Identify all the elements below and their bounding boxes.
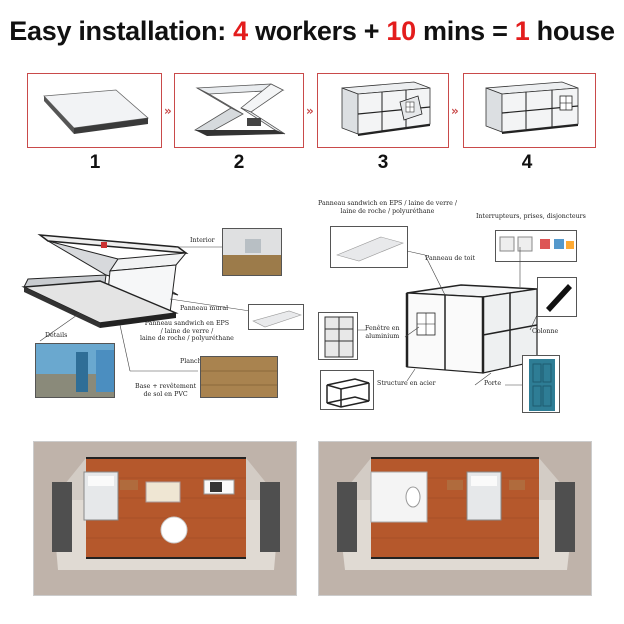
floor-base-line2: de sol en PVC <box>143 390 188 398</box>
label-wall-panel: Panneau mural <box>180 305 229 312</box>
half-unfolded-container-image <box>341 81 431 136</box>
floor-plan-living-room <box>33 441 297 596</box>
steel-structure-photo <box>320 370 374 410</box>
label-door: Porte <box>484 380 502 387</box>
window-line2: aluminium <box>365 332 400 340</box>
label-steel-structure: Structure en acier <box>377 380 436 387</box>
assembled-container-image <box>485 81 579 134</box>
title-minutes-count: 10 <box>386 16 416 46</box>
step-1-number: 1 <box>89 152 101 173</box>
title-part4: house <box>529 16 615 46</box>
roof-panel-photo <box>330 226 408 268</box>
arrow-3: » <box>451 104 459 118</box>
step-3-panel <box>317 73 449 148</box>
column-photo <box>537 277 577 317</box>
label-wall-sandwich: Panneau sandwich en EPS / laine de verre… <box>140 320 234 343</box>
floor-plan-bathroom <box>318 441 592 596</box>
label-window: Fenêtre en aluminium <box>365 325 400 340</box>
switches-photo <box>495 230 577 262</box>
label-switches: Interrupteurs, prises, disjoncteurs <box>476 213 586 220</box>
step-4-number: 4 <box>521 152 533 173</box>
label-floor-base: Base + revêtement de sol en PVC <box>135 383 196 398</box>
label-column: Colonne <box>532 328 559 335</box>
folding-house-exploded-view <box>21 234 251 372</box>
arrow-1: » <box>164 104 172 118</box>
title-part3: mins = <box>415 16 515 46</box>
step-4-panel <box>463 73 596 148</box>
step-2-panel <box>174 73 304 148</box>
label-details: Détails <box>45 332 68 339</box>
step-2-number: 2 <box>233 152 245 173</box>
label-roof-sandwich: Panneau sandwich en EPS / laine de verre… <box>318 200 457 215</box>
arrow-2: » <box>306 104 314 118</box>
folded-container-image <box>43 89 149 134</box>
label-interior: Interior <box>190 237 215 244</box>
page-title: Easy installation: 4 workers + 10 mins =… <box>0 16 624 47</box>
wall-sandwich-line2: / laine de verre / <box>160 327 214 335</box>
roof-sandwich-line2: laine de roche / polyuréthane <box>340 207 435 215</box>
window-line1: Fenêtre en <box>365 325 400 332</box>
title-part1: Easy installation: <box>9 16 234 46</box>
wall-sandwich-line1: Panneau sandwich en EPS <box>144 320 230 327</box>
door-photo <box>522 355 560 413</box>
window-photo <box>318 312 358 360</box>
floor-photo <box>200 356 278 398</box>
assembled-house-exploded-view <box>345 247 538 386</box>
step-1-panel <box>27 73 162 148</box>
label-roof-panel: Panneau de toit <box>425 255 475 262</box>
title-part2: workers + <box>247 16 387 46</box>
roof-sandwich-line1: Panneau sandwich en EPS / laine de verre… <box>318 200 457 207</box>
wall-panel-photo <box>248 304 304 330</box>
label-floor: Plancher <box>180 358 209 365</box>
interior-photo <box>222 228 282 276</box>
step-3-number: 3 <box>377 152 389 173</box>
wall-sandwich-line3: laine de roche / polyuréthane <box>140 335 234 342</box>
floor-base-line1: Base + revêtement <box>135 383 197 390</box>
title-workers-count: 4 <box>233 16 248 46</box>
unfolding-container-image <box>194 83 286 136</box>
title-house-count: 1 <box>514 16 530 46</box>
details-photo <box>35 343 115 398</box>
